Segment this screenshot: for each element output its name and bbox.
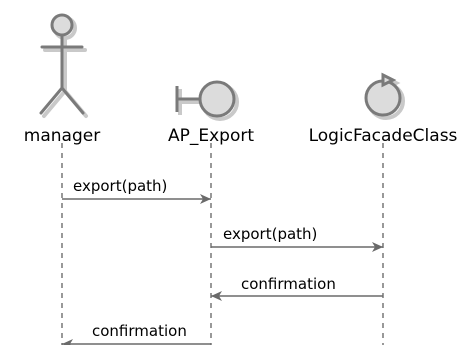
- message-label-4: confirmation: [92, 322, 187, 340]
- control-icon: [364, 72, 405, 120]
- message-label-2: export(path): [223, 225, 317, 243]
- participant-label-manager: manager: [24, 126, 100, 146]
- participant-label-logicfacadeclass: LogicFacadeClass: [309, 126, 458, 146]
- boundary-icon: [175, 80, 239, 121]
- message-label-1: export(path): [73, 177, 167, 195]
- actor-icon: [39, 13, 88, 118]
- participant-label-ap-export: AP_Export: [168, 126, 254, 146]
- message-label-3: confirmation: [241, 275, 336, 293]
